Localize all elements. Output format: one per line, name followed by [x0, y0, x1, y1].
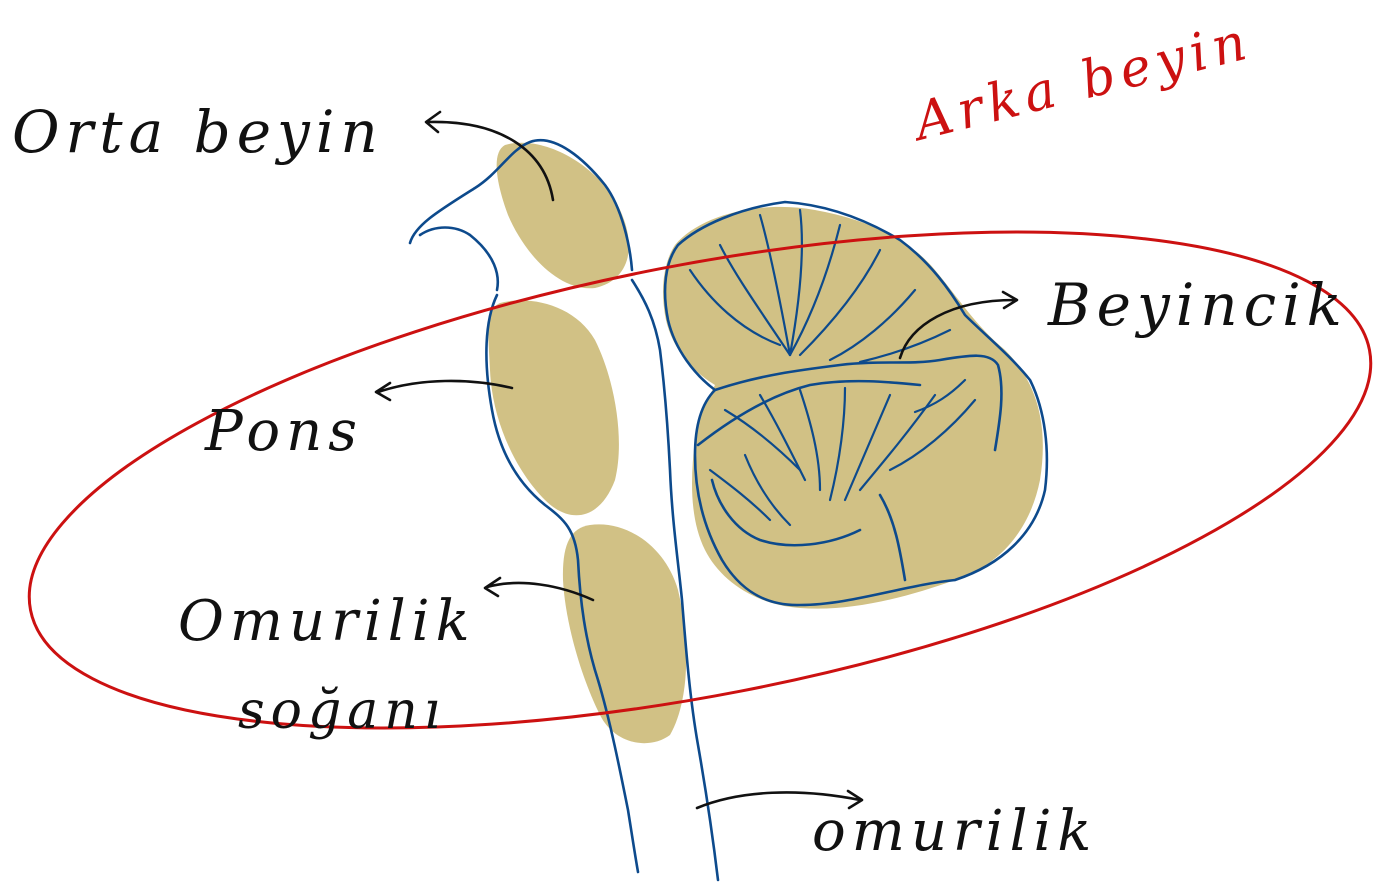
pons-region — [488, 300, 619, 515]
label-omurilik: omurilik — [812, 799, 1097, 864]
label-arka-beyin: Arka beyin — [905, 11, 1258, 154]
labels: Orta beyin Pons Omurilik soğanı Beyincik… — [12, 11, 1348, 864]
label-pons: Pons — [204, 399, 363, 464]
midbrain-region — [497, 143, 629, 289]
label-omurilik-sogani-line1: Omurilik — [178, 589, 476, 654]
pons-arrow — [376, 381, 512, 400]
cerebellum-region — [663, 207, 1043, 609]
label-orta-beyin: Orta beyin — [12, 98, 384, 166]
label-beyincik: Beyincik — [1047, 271, 1348, 339]
label-omurilik-sogani-line2: soğanı — [238, 681, 446, 741]
